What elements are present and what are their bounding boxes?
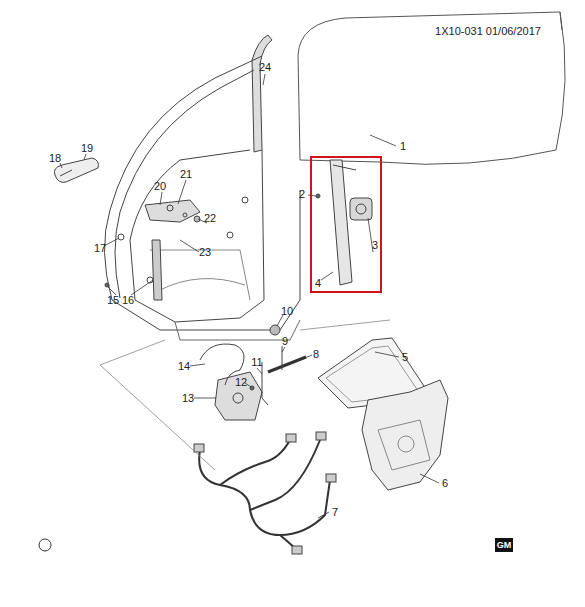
callout-number: 6 (442, 477, 448, 489)
callout-number: 24 (259, 61, 271, 73)
highlight-box: 34 (310, 156, 382, 293)
callout-number: 4 (315, 277, 321, 289)
callout-number: 19 (81, 142, 93, 154)
callout-number: 2 (299, 188, 305, 200)
callout-number: 9 (282, 335, 288, 347)
callout-number: 15 (107, 294, 119, 306)
callout-number: 20 (154, 180, 166, 192)
callout-number: 8 (313, 348, 319, 360)
callout-number: 21 (180, 168, 192, 180)
callout-number: 23 (199, 246, 211, 258)
callout-number: 10 (281, 305, 293, 317)
callout-number: 17 (94, 242, 106, 254)
callout-number: 3 (372, 239, 378, 251)
callout-number: 7 (332, 506, 338, 518)
callout-number: 18 (49, 152, 61, 164)
figure-code: 1X10-031 01/06/2017 (435, 25, 541, 37)
callout-number: 1 (400, 140, 406, 152)
callout-number: 22 (204, 212, 216, 224)
brand-logo: GM (495, 538, 514, 552)
callout-number: 16 (122, 294, 134, 306)
callout-number: 12 (235, 376, 247, 388)
callout-number: 11 (251, 356, 262, 368)
callout-number: 5 (402, 351, 408, 363)
callout-number: 13 (182, 392, 194, 404)
callout-number: 14 (178, 360, 190, 372)
